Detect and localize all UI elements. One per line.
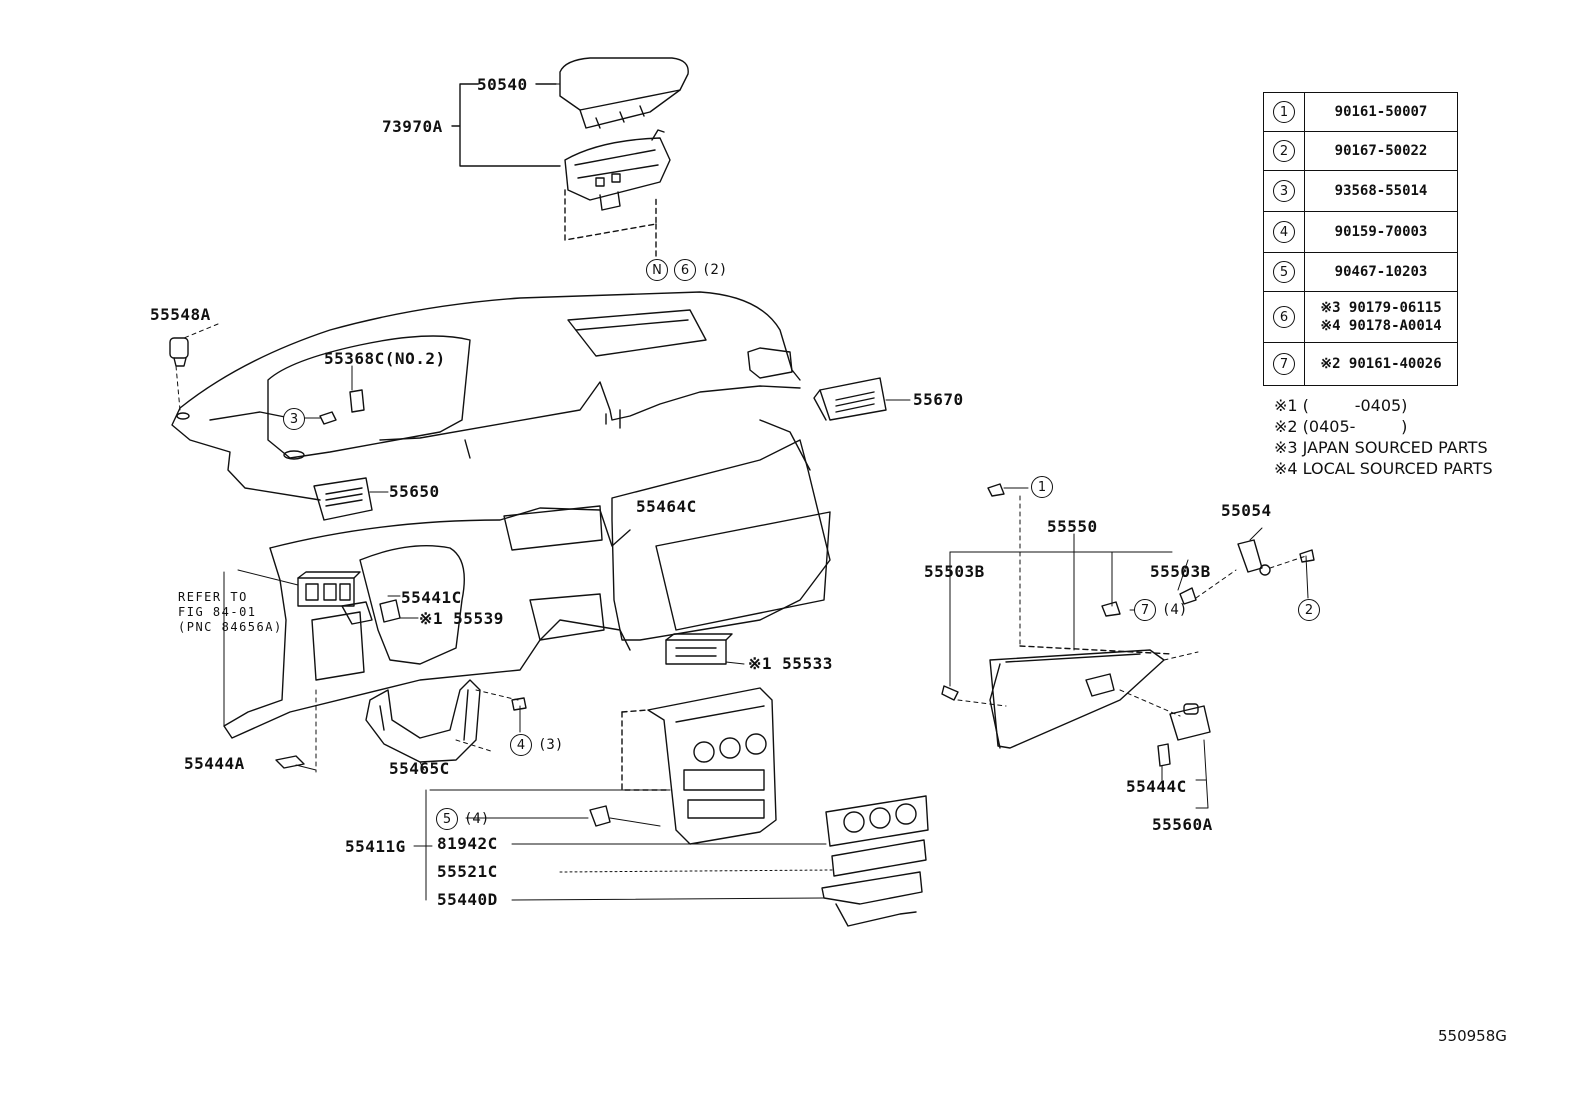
part-number: ※2 90161-40026 [1320,356,1442,372]
row-number: 3 [1273,180,1295,202]
footnote: ※2 (0405- ) [1274,417,1408,436]
switch-55441C [297,571,361,607]
part-number: ※3 90179-06115 [1320,300,1442,316]
part-number: 90159-70003 [1334,224,1428,240]
callout-number: 4 [510,734,532,756]
fastener-table: 1 90161-50007 2 90167-50022 3 93568-5501… [1263,92,1458,386]
callout-4: 4 (3) [510,734,563,756]
bracket-55465C [365,679,481,763]
label-55441C: 55441C [401,588,462,607]
part-number: 93568-55014 [1334,183,1428,199]
label-55550: 55550 [1047,517,1098,536]
row-number: 7 [1273,353,1295,375]
reference-line-1: REFER TO [178,590,248,604]
panel-55521C [831,839,927,877]
label-55650: 55650 [389,482,440,501]
airbag-module [564,129,671,211]
callout-number: 3 [283,408,305,430]
callout-qty: (4) [464,811,490,827]
label-55444A: 55444A [184,754,245,773]
table-row: 2 90167-50022 [1264,132,1457,171]
label-73970A: 73970A [382,117,443,136]
vent-left-55650 [313,477,373,521]
label-55465C: 55465C [389,759,450,778]
callout-n-symbol: N [646,259,668,281]
label-50540: 50540 [477,75,528,94]
footnote: ※3 JAPAN SOURCED PARTS [1274,438,1488,457]
callout-number: 2 [1298,599,1320,621]
table-row: 3 93568-55014 [1264,171,1457,212]
part-number: 90167-50022 [1334,143,1428,159]
callout-number: 6 [674,259,696,281]
reference-line-3: (PNC 84656A) [178,620,283,634]
part-number: ※4 90178-A0014 [1320,318,1442,334]
row-number: 2 [1273,140,1295,162]
row-number: 4 [1273,221,1295,243]
label-55548A: 55548A [150,305,211,324]
leader-lines [175,83,1309,901]
row-number: 1 [1273,101,1295,123]
lock-55560A [1169,703,1211,741]
callout-qty: (2) [702,262,728,278]
airbag-cover-50540 [559,57,689,129]
spring-55444C [1157,743,1171,767]
figure-id: 550958G [1438,1027,1507,1045]
clip-55444A [275,755,305,769]
footnote: ※4 LOCAL SOURCED PARTS [1274,459,1493,478]
damper-55054 [1237,539,1271,576]
table-row: 1 90161-50007 [1264,93,1457,132]
table-row: 5 90467-10203 [1264,253,1457,292]
airbag-dashed-outline [564,189,657,241]
callout-number: 1 [1031,476,1053,498]
label-55503B-right: 55503B [1150,562,1211,581]
reference-line-2: FIG 84-01 [178,605,257,619]
table-row: 6 ※3 90179-06115 ※4 90178-A0014 [1264,292,1457,343]
callout-number: 5 [436,808,458,830]
footnote: ※1 ( -0405) [1274,396,1408,415]
label-55368C-no2: 55368C(NO.2) [324,349,446,368]
heater-control-81942C [825,795,929,847]
row-number: 6 [1273,306,1295,328]
bracket-55368C [319,389,365,425]
callout-1: 1 [1031,476,1053,498]
part-number: 90161-50007 [1334,104,1428,120]
glovebox-55550 [989,649,1165,749]
reference-note: REFER TO FIG 84-01 (PNC 84656A) [178,590,283,635]
label-81942C: 81942C [437,834,498,853]
center-panel-55411G [647,687,777,845]
tray-55440D [821,871,923,927]
upper-dashboard-panel [171,291,801,501]
label-55670: 55670 [913,390,964,409]
callout-qty: (3) [538,737,564,753]
callout-qty: (4) [1162,602,1188,618]
label-55521C: 55521C [437,862,498,881]
callout-7: 7 (4) [1134,599,1187,621]
callout-3: 3 [283,408,305,430]
callout-2: 2 [1298,599,1320,621]
table-row: 4 90159-70003 [1264,212,1457,253]
vent-right-55670 [813,377,887,421]
label-55503B-left: 55503B [924,562,985,581]
table-row: 7 ※2 90161-40026 [1264,343,1457,386]
label-55411G: 55411G [345,837,406,856]
bracket-73970A [451,83,561,167]
label-55054: 55054 [1221,501,1272,520]
label-55539: ※1 55539 [419,609,504,628]
footnotes: ※1 ( -0405) ※2 (0405- ) ※3 JAPAN SOURCED… [1274,395,1493,479]
label-55560A: 55560A [1152,815,1213,834]
part-number: 90467-10203 [1334,264,1428,280]
callout-number: 7 [1134,599,1156,621]
label-55440D: 55440D [437,890,498,909]
callout-5: 5 (4) [436,808,489,830]
callout-n6: N 6 (2) [646,259,727,281]
lower-dashboard-panel [223,419,831,739]
switch-55533 [665,633,733,665]
row-number: 5 [1273,261,1295,283]
label-55464C: 55464C [636,497,697,516]
label-55444C: 55444C [1126,777,1187,796]
label-55533: ※1 55533 [748,654,833,673]
clip-55548A [169,337,189,367]
